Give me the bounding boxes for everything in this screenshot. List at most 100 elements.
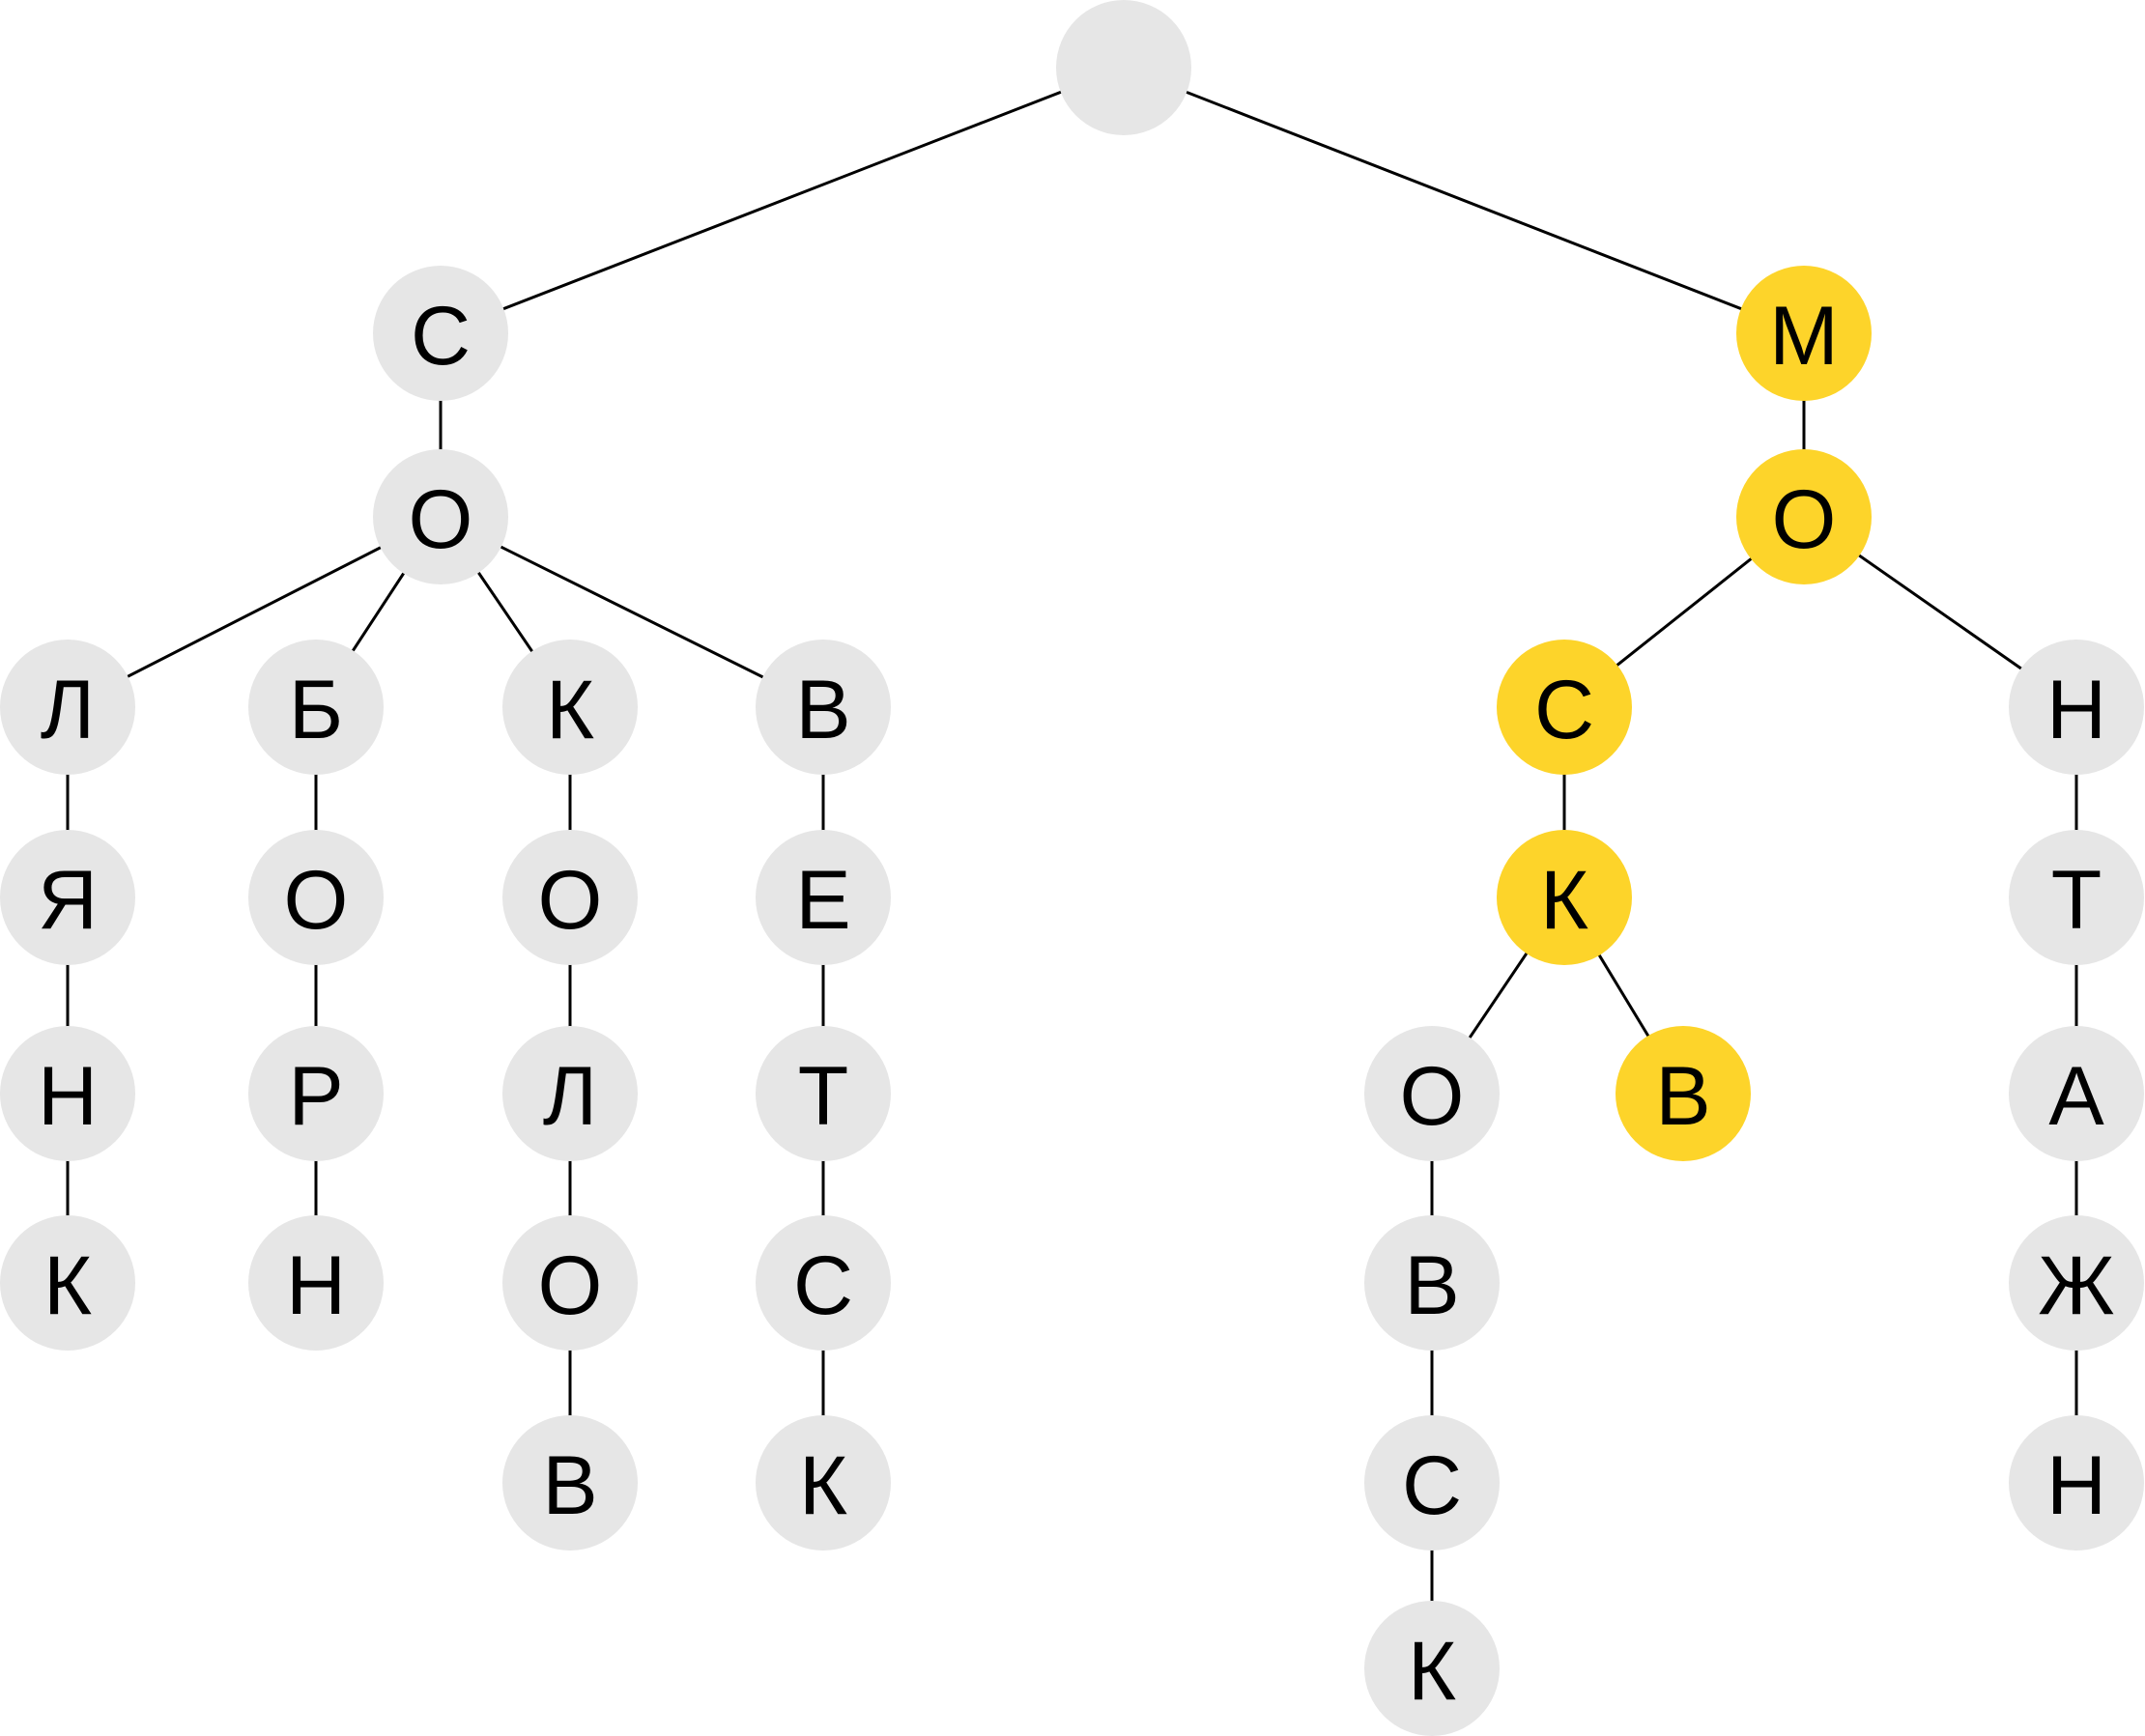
node-letter: М	[1769, 290, 1839, 383]
node-circle	[502, 1215, 638, 1351]
trie-node-n6: К	[0, 1215, 135, 1351]
trie-node-n8: О	[248, 830, 384, 965]
highlighted-node-circle	[1497, 830, 1632, 965]
node-circle	[0, 640, 135, 775]
trie-node-n23: С	[1497, 640, 1632, 775]
node-letter: Е	[795, 854, 850, 947]
trie-node-n18: Т	[756, 1026, 891, 1161]
edge-root-n21	[1123, 66, 1805, 335]
node-letter: О	[409, 473, 473, 566]
trie-node-n3: Л	[0, 640, 135, 775]
trie-node-n31: Т	[2009, 830, 2144, 965]
node-circle	[2009, 1215, 2144, 1351]
node-circle	[756, 640, 891, 775]
node-letter: Т	[798, 1050, 849, 1143]
node-circle	[1056, 0, 1191, 135]
node-circle	[0, 1026, 135, 1161]
highlighted-node-circle	[1736, 449, 1872, 584]
node-circle	[502, 640, 638, 775]
node-letter: О	[284, 854, 349, 947]
node-letter: Р	[288, 1050, 343, 1143]
node-letter: Л	[41, 664, 95, 756]
node-letter: О	[538, 854, 603, 947]
node-circle	[1364, 1601, 1500, 1736]
node-letter: О	[1772, 473, 1837, 566]
node-circle	[248, 640, 384, 775]
node-letter: С	[1534, 664, 1594, 756]
highlighted-node-circle	[1616, 1026, 1751, 1161]
node-letter: А	[2048, 1050, 2104, 1143]
trie-node-n16: В	[756, 640, 891, 775]
node-circle	[756, 1215, 891, 1351]
trie-node-n13: Л	[502, 1026, 638, 1161]
trie-node-n17: Е	[756, 830, 891, 965]
node-letter: Н	[286, 1239, 346, 1332]
node-circle	[2009, 830, 2144, 965]
trie-node-n20: К	[756, 1415, 891, 1551]
node-circle	[248, 1215, 384, 1351]
trie-node-n27: С	[1364, 1415, 1500, 1551]
node-letter: К	[546, 664, 594, 756]
highlighted-node-circle	[1497, 640, 1632, 775]
trie-node-n14: О	[502, 1215, 638, 1351]
node-letter: В	[1655, 1050, 1710, 1143]
node-circle	[502, 1026, 638, 1161]
node-letter: Ж	[2038, 1239, 2114, 1332]
node-letter: Н	[38, 1050, 98, 1143]
trie-node-n21: М	[1736, 266, 1872, 401]
node-circle	[1364, 1026, 1500, 1161]
trie-node-n1: С	[373, 266, 508, 401]
node-letter: В	[795, 664, 850, 756]
node-circle	[2009, 1415, 2144, 1551]
node-letter: Б	[289, 664, 343, 756]
node-circle	[502, 830, 638, 965]
node-letter: С	[1402, 1439, 1462, 1532]
trie-node-n19: С	[756, 1215, 891, 1351]
node-circle	[1364, 1215, 1500, 1351]
trie-node-n24: К	[1497, 830, 1632, 965]
node-circle	[1364, 1415, 1500, 1551]
node-circle	[373, 266, 508, 401]
edge-n2-n16	[440, 515, 824, 709]
node-circle	[248, 1026, 384, 1161]
trie-node-n28: К	[1364, 1601, 1500, 1736]
trie-node-n10: Н	[248, 1215, 384, 1351]
trie-node-n9: Р	[248, 1026, 384, 1161]
node-letter: Т	[2051, 854, 2102, 947]
node-circle	[756, 1415, 891, 1551]
trie-node-n29: В	[1616, 1026, 1751, 1161]
trie-node-n4: Я	[0, 830, 135, 965]
trie-node-n33: Ж	[2009, 1215, 2144, 1351]
trie-node-n12: О	[502, 830, 638, 965]
node-circle	[2009, 1026, 2144, 1161]
node-letter: К	[1408, 1625, 1456, 1718]
node-letter: К	[799, 1439, 847, 1532]
trie-root-node	[1056, 0, 1191, 135]
node-letter: С	[411, 290, 471, 383]
trie-node-n34: Н	[2009, 1415, 2144, 1551]
node-letter: В	[1404, 1239, 1459, 1332]
node-letter: О	[1400, 1050, 1465, 1143]
node-letter: Н	[2046, 1439, 2106, 1532]
node-circle	[0, 830, 135, 965]
node-circle	[756, 830, 891, 965]
trie-node-n22: О	[1736, 449, 1872, 584]
node-circle	[2009, 640, 2144, 775]
node-letter: Н	[2046, 664, 2106, 756]
trie-node-n5: Н	[0, 1026, 135, 1161]
node-circle	[373, 449, 508, 584]
trie-node-n30: Н	[2009, 640, 2144, 775]
trie-node-n15: В	[502, 1415, 638, 1551]
node-letter: К	[1540, 854, 1588, 947]
node-letter: О	[538, 1239, 603, 1332]
trie-node-n2: О	[373, 449, 508, 584]
trie-node-n7: Б	[248, 640, 384, 775]
edge-n2-n3	[67, 515, 442, 709]
node-letter: К	[43, 1239, 92, 1332]
node-circle	[502, 1415, 638, 1551]
node-circle	[756, 1026, 891, 1161]
trie-node-n11: К	[502, 640, 638, 775]
node-letter: В	[542, 1439, 597, 1532]
node-circle	[0, 1215, 135, 1351]
node-letter: Л	[543, 1050, 597, 1143]
